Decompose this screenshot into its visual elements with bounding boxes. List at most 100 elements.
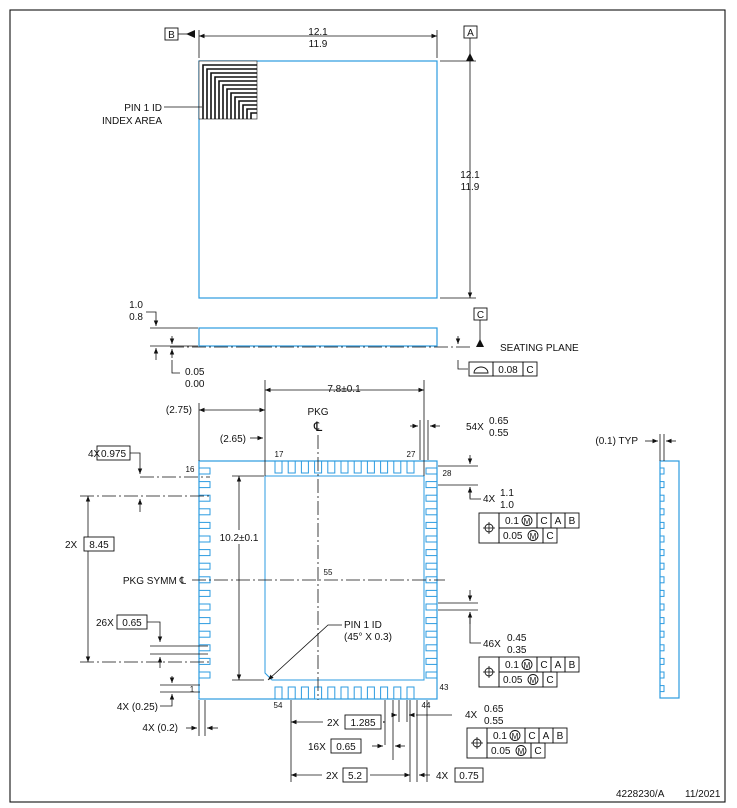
flatness-symbol-box <box>468 361 494 377</box>
flatness-value: 0.08 <box>498 365 518 376</box>
pin1-label-2: INDEX AREA <box>102 116 162 127</box>
datum-b: B <box>168 30 175 41</box>
bottom-view: 7.8±0.1 (2.75) (2.65) PKG ℄ 54X 0.65 0.5… <box>60 380 580 783</box>
pad-right <box>425 521 438 529</box>
pin1-id-leader <box>267 624 342 681</box>
datum-a: A <box>467 28 474 39</box>
thk-max: 1.0 <box>129 300 143 311</box>
fcf-2-d1: C <box>540 660 547 671</box>
flatness-icon <box>473 366 489 374</box>
pitch-26x-value: 0.65 <box>122 618 142 629</box>
fcf-3-tol-1: 0.1 <box>493 731 507 742</box>
pad-bottom <box>406 686 415 700</box>
side-pad <box>659 467 665 475</box>
fcf-1-d1b: C <box>546 531 553 542</box>
width-max: 12.1 <box>308 27 328 38</box>
height-min: 11.9 <box>461 182 480 193</box>
flatness-datum: C <box>526 365 533 376</box>
dim-46x-min: 0.35 <box>507 645 527 656</box>
pad-right <box>425 644 438 652</box>
fcf-2-m-2: M <box>530 676 537 685</box>
fcf-1-d3: B <box>569 516 576 527</box>
pad-left <box>198 630 211 638</box>
pad-right <box>425 549 438 557</box>
side-pad <box>659 589 665 597</box>
pad-left <box>198 562 211 570</box>
pin1-id-2: (45° X 0.3) <box>344 632 392 643</box>
bot-4x-max: 0.65 <box>484 704 504 715</box>
pad-left <box>198 549 211 557</box>
pad-bottom <box>380 686 389 700</box>
side-pad <box>659 481 665 489</box>
dim-46x-prefix: 46X <box>483 639 501 650</box>
pkg-symm-label: PKG SYMM ℄ <box>123 576 187 587</box>
typ-label: (0.1) TYP <box>595 436 638 447</box>
pad-right <box>425 562 438 570</box>
height-label: 10.2±0.1 <box>220 533 259 544</box>
pad-right <box>425 603 438 611</box>
top-view-body <box>198 60 438 299</box>
fcf-1: 0.1 M C A B 0.05 M C <box>478 512 580 544</box>
pad-left <box>198 617 211 625</box>
top-view: PIN 1 ID INDEX AREA B 12.1 11.9 A 12.1 1… <box>102 25 480 299</box>
dim-265: (2.65) <box>220 434 246 445</box>
pad-bottom <box>340 686 349 700</box>
pad-right <box>425 494 438 502</box>
pad-right <box>425 630 438 638</box>
dim-02: 4X (0.2) <box>142 723 178 734</box>
pad-bottom <box>353 686 362 700</box>
side-pad <box>659 494 665 502</box>
pad-left <box>198 657 211 665</box>
fcf-3-d1b: C <box>534 746 541 757</box>
fcf-1-d1: C <box>540 516 547 527</box>
pad-top <box>274 460 283 474</box>
pad-left <box>198 494 211 502</box>
corner-value: 0.975 <box>101 449 126 460</box>
side-detail-body <box>659 460 680 699</box>
pin-28: 28 <box>443 469 452 478</box>
pad-array <box>198 460 438 700</box>
pad-top <box>406 460 415 474</box>
dim-11-max: 1.1 <box>500 488 514 499</box>
side-pad <box>659 562 665 570</box>
bot-4x-min: 0.55 <box>484 716 504 727</box>
thermal-pad <box>264 475 425 681</box>
corner-prefix: 4X <box>88 449 101 460</box>
side-pad <box>659 549 665 557</box>
width-min: 11.9 <box>309 39 328 50</box>
pad-top <box>353 460 362 474</box>
datum-b-triangle <box>186 30 195 38</box>
side-pad <box>659 508 665 516</box>
pad-top <box>340 460 349 474</box>
datum-a-box <box>463 25 478 39</box>
side-pad <box>659 617 665 625</box>
pad-bottom <box>327 686 336 700</box>
pad-top <box>287 460 296 474</box>
pad-bottom <box>393 686 402 700</box>
pad-span: 7.8±0.1 <box>327 384 361 395</box>
pitch-26x-prefix: 26X <box>96 618 114 629</box>
bot-4x75-value: 0.75 <box>459 771 479 782</box>
standoff-max: 0.05 <box>185 367 205 378</box>
dim-46x-max: 0.45 <box>507 633 527 644</box>
fcf-3-d3: B <box>557 731 564 742</box>
side-pad <box>659 603 665 611</box>
doc-date: 11/2021 <box>685 789 721 800</box>
doc-number: 4228230/A <box>616 789 665 800</box>
bot-4x75-prefix: 4X <box>436 771 449 782</box>
side-detail: (0.1) TYP <box>595 434 680 699</box>
pad-bottom <box>274 686 283 700</box>
fcf-1-d2: A <box>555 516 562 527</box>
pin-16: 16 <box>186 465 195 474</box>
dim-11-prefix: 4X <box>483 494 496 505</box>
fcf-2-d1b: C <box>546 675 553 686</box>
pad-left <box>198 481 211 489</box>
pad-left <box>198 671 211 679</box>
pad-left <box>198 589 211 597</box>
pad-right <box>425 617 438 625</box>
fcf-3-d1: C <box>528 731 535 742</box>
side-detail-pads <box>659 467 665 693</box>
pad-top <box>366 460 375 474</box>
dim-11-min: 1.0 <box>500 500 514 511</box>
